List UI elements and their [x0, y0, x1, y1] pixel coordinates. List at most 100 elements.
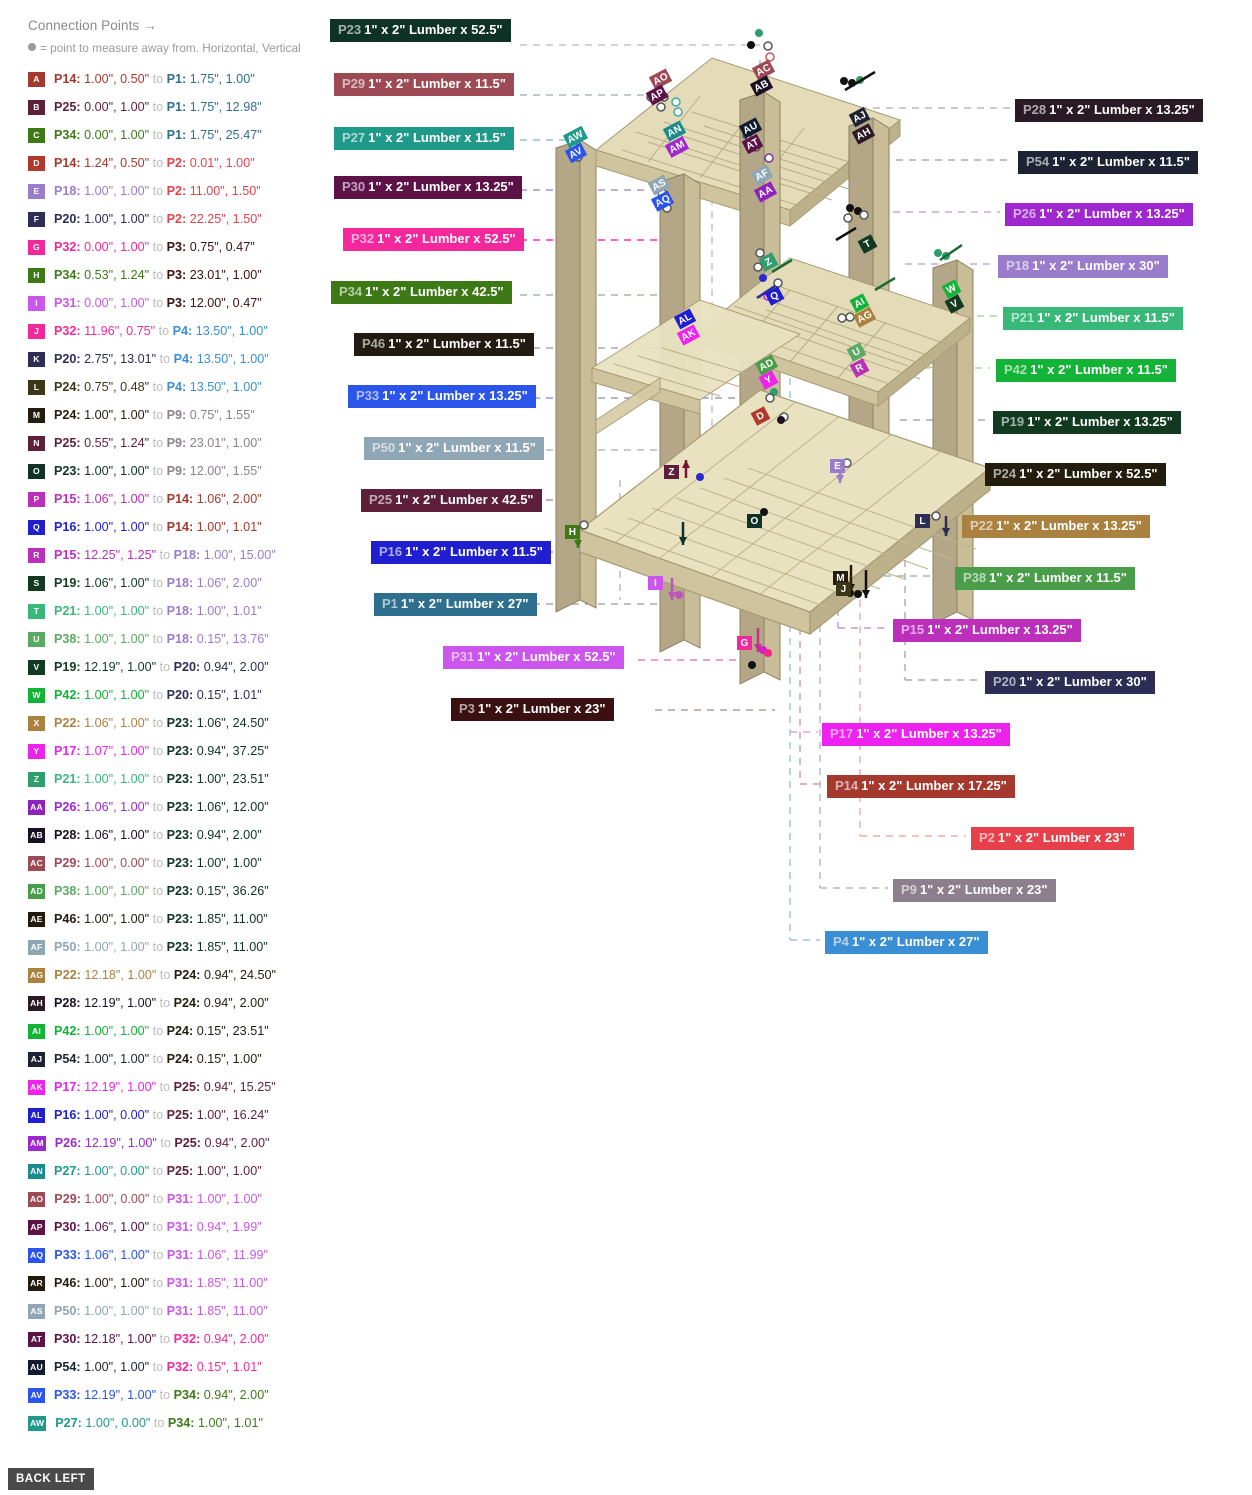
connection-point-text: P34: 0.00", 1.00" to P1: 1.75", 25.47" — [54, 128, 262, 142]
connection-point-badge: AE — [28, 911, 45, 927]
connection-point-text: P22: 1.06", 1.00" to P23: 1.06", 24.50" — [54, 716, 269, 730]
connection-point-badge: V — [28, 659, 45, 675]
part-description: 1" x 2" Lumber x 23" — [919, 882, 1048, 897]
connection-point-text: P17: 1.07", 1.00" to P23: 0.94", 37.25" — [54, 744, 269, 758]
connection-point-badge: R — [28, 547, 45, 563]
part-id: P18 — [1006, 258, 1030, 273]
part-id: P20 — [993, 674, 1017, 689]
connection-point-text: P42: 1.00", 1.00" to P24: 0.15", 23.51" — [54, 1024, 269, 1038]
connection-point-text: P21: 1.00", 1.00" to P18: 1.00", 1.01" — [54, 604, 262, 618]
connection-point-badge: AV — [28, 1387, 45, 1403]
connection-point-badge: AT — [28, 1331, 45, 1347]
connection-point-badge: AA — [28, 799, 45, 815]
connection-point-text: P17: 12.19", 1.00" to P25: 0.94", 15.25" — [54, 1080, 276, 1094]
part-id: P42 — [1004, 362, 1028, 377]
connection-point-text: P25: 0.00", 1.00" to P1: 1.75", 12.98" — [54, 100, 262, 114]
connection-point-text: P14: 1.00", 0.50" to P1: 1.75", 1.00" — [54, 72, 255, 86]
connection-point-badge: E — [28, 183, 45, 199]
part-id: P1 — [382, 596, 398, 611]
part-id: P9 — [901, 882, 917, 897]
connection-point-badge: U — [28, 631, 45, 647]
part-id: P24 — [993, 466, 1017, 481]
connection-point-badge: N — [28, 435, 45, 451]
part-id: P21 — [1011, 310, 1035, 325]
connection-point-badge: AC — [28, 855, 45, 871]
part-id: P54 — [1026, 154, 1050, 169]
part-description: 1" x 2" Lumber x 13.25" — [1049, 102, 1195, 117]
connection-point-badge: P — [28, 491, 45, 507]
part-description: 1" x 2" Lumber x 52.5" — [364, 22, 503, 37]
part-id: P14 — [835, 778, 859, 793]
model-marker-badge[interactable]: E — [830, 459, 845, 473]
part-id: P46 — [362, 336, 386, 351]
connection-point-text: P33: 12.19", 1.00" to P34: 0.94", 2.00" — [54, 1388, 269, 1402]
model-marker-badge[interactable]: O — [747, 514, 762, 528]
connection-point-row: P P15: 1.06", 1.00" to P14: 1.06", 2.00" — [0, 485, 320, 513]
part-description: 1" x 2" Lumber x 11.5" — [368, 76, 506, 91]
connection-point-badge: AF — [28, 939, 45, 955]
model-marker-badge[interactable]: H — [565, 525, 580, 539]
model-marker-badge[interactable]: G — [737, 636, 752, 650]
connection-point-badge: AL — [28, 1107, 45, 1123]
model-marker-badge[interactable]: J — [836, 582, 851, 596]
connection-point-badge: AO — [28, 1191, 46, 1207]
model-marker-badge[interactable]: L — [915, 514, 930, 528]
part-id: P3 — [459, 701, 475, 716]
part-id: P23 — [338, 22, 362, 37]
connection-point-text: P29: 1.00", 0.00" to P23: 1.00", 1.00" — [54, 856, 262, 870]
part-id: P16 — [379, 544, 403, 559]
part-description: 1" x 2" Lumber x 52.5" — [477, 649, 616, 664]
part-id: P28 — [1023, 102, 1047, 117]
part-description: 1" x 2" Lumber x 11.5" — [1037, 310, 1175, 325]
part-id: P17 — [830, 726, 854, 741]
model-marker-badge[interactable]: Z — [664, 465, 679, 479]
shelf-bottom — [578, 389, 992, 636]
model-marker-badge[interactable]: M — [833, 571, 848, 585]
connection-point-text: P15: 1.06", 1.00" to P14: 1.06", 2.00" — [54, 492, 262, 506]
connection-point-text: P20: 1.00", 1.00" to P2: 22.25", 1.50" — [54, 212, 262, 226]
model-marker-badge[interactable]: I — [648, 576, 663, 590]
connection-point-row: AV P33: 12.19", 1.00" to P34: 0.94", 2.00… — [0, 1381, 320, 1409]
